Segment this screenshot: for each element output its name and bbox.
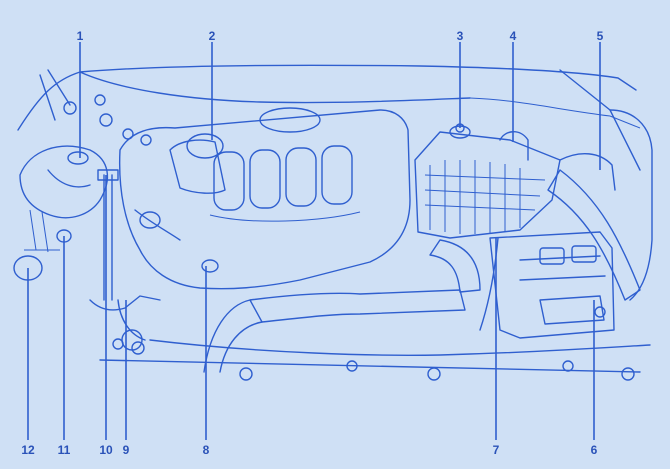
intake-duct (203, 169, 641, 373)
callout-8: 8 (203, 443, 210, 457)
callout-1: 1 (77, 29, 84, 43)
left-strut-area (13, 94, 152, 281)
callout-labels-bottom: 12 11 10 9 8 7 6 (21, 443, 597, 457)
air-cleaner (414, 123, 616, 239)
callout-7: 7 (493, 443, 500, 457)
callout-9: 9 (123, 443, 130, 457)
radiator-support (99, 339, 651, 381)
dipstick-area (89, 169, 161, 351)
callout-6: 6 (591, 443, 598, 457)
callout-lines (27, 42, 601, 440)
callout-4: 4 (510, 29, 517, 43)
callout-11: 11 (58, 443, 71, 457)
callout-10: 10 (99, 443, 113, 457)
callout-labels-top: 1 2 3 4 5 (77, 29, 604, 43)
callout-5: 5 (597, 29, 604, 43)
hood-outline (17, 64, 653, 301)
engine-cover (118, 107, 411, 290)
callout-3: 3 (457, 29, 464, 43)
callout-12: 12 (21, 443, 35, 457)
callout-2: 2 (209, 29, 216, 43)
battery (479, 231, 615, 339)
